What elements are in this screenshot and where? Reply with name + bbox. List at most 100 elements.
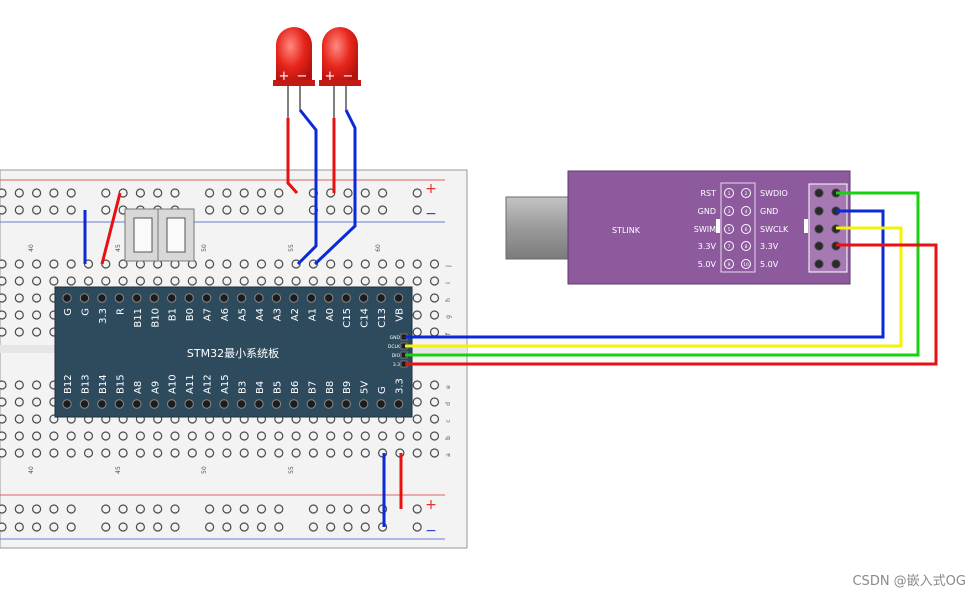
breadboard-hole: [378, 188, 388, 198]
row-letter: j: [445, 265, 452, 268]
breadboard-hole: [66, 205, 76, 215]
board-pin: [393, 399, 404, 409]
stlink-pin-number: 3: [728, 209, 731, 215]
breadboard-hole: [49, 448, 59, 458]
board-pin: [167, 399, 177, 409]
board-pin-label: G: [80, 308, 91, 316]
swd-pin-label: DCLK: [388, 344, 401, 350]
swd-pin-label: GND: [390, 335, 401, 341]
board-pin-label: B12: [63, 374, 74, 394]
breadboard-hole: [83, 448, 94, 458]
breadboard-hole: [326, 276, 336, 286]
breadboard-hole: [153, 522, 163, 532]
row-letter: i: [445, 282, 452, 284]
stlink-left-label: RST: [700, 189, 716, 198]
breadboard-hole: [412, 188, 422, 198]
led-minus-sign: −: [297, 69, 308, 84]
breadboard-hole: [343, 259, 353, 269]
board-pin: [97, 399, 107, 409]
board-pin: [149, 399, 159, 409]
board-pin: [132, 399, 142, 409]
breadboard-hole: [31, 327, 42, 337]
board-pin: [149, 293, 159, 303]
board-pin-label: B13: [80, 374, 91, 394]
breadboard-hole: [83, 431, 94, 441]
breadboard-hole: [170, 188, 180, 198]
board-pin-label: A10: [168, 374, 179, 394]
board-pin-label: A2: [290, 308, 301, 321]
swd-pin-label: DIO: [392, 353, 401, 359]
header-pin: [814, 188, 824, 198]
board-pin-label: G: [63, 308, 74, 316]
breadboard-hole: [66, 448, 76, 458]
rail-minus-sign: −: [425, 206, 437, 222]
board-pin-label: A12: [203, 374, 214, 394]
push-button: [124, 208, 162, 262]
breadboard-hole: [0, 522, 7, 532]
board-pin: [254, 399, 264, 409]
breadboard-hole: [360, 276, 370, 286]
breadboard-hole: [153, 448, 163, 458]
board-pin-label: A6: [220, 308, 231, 321]
board-pin: [341, 399, 351, 409]
breadboard-hole: [0, 293, 7, 303]
column-number: 55: [288, 466, 295, 474]
breadboard-hole: [239, 504, 249, 514]
breadboard-hole: [360, 522, 370, 532]
breadboard-hole: [429, 259, 440, 269]
breadboard-hole: [14, 276, 24, 286]
breadboard-hole: [395, 276, 405, 286]
stlink-pin: [724, 259, 734, 269]
breadboard-hole: [0, 380, 7, 390]
row-letter: f: [445, 332, 452, 335]
breadboard-hole: [378, 431, 388, 441]
breadboard-hole: [0, 259, 7, 269]
push-button: [157, 208, 195, 262]
board-pin-label: B1: [168, 308, 179, 321]
breadboard-hole: [101, 448, 111, 458]
board-pin-label: B6: [290, 381, 301, 394]
breadboard-hole: [118, 259, 128, 269]
board-pin: [271, 399, 282, 409]
breadboard-hole: [308, 448, 318, 458]
stlink-pin-number: 6: [745, 227, 748, 233]
breadboard-hole: [326, 448, 336, 458]
board-pin-label: B10: [150, 308, 161, 328]
board-pin-label: B11: [133, 308, 144, 328]
breadboard-hole: [118, 276, 128, 286]
breadboard-hole: [378, 259, 388, 269]
column-number: 40: [28, 466, 35, 474]
breadboard-hole: [135, 448, 145, 458]
board-pin: [393, 293, 404, 303]
breadboard-hole: [412, 293, 422, 303]
breadboard-hole: [222, 448, 232, 458]
breadboard-hole: [395, 259, 405, 269]
breadboard-hole: [0, 327, 7, 337]
breadboard-hole: [222, 205, 232, 215]
stlink-pin: [724, 241, 734, 251]
breadboard-hole: [170, 522, 180, 532]
breadboard-hole: [308, 431, 318, 441]
board-pin-label: A5: [238, 308, 249, 321]
stm32-board: [54, 286, 413, 418]
breadboard-hole: [31, 259, 42, 269]
stlink-pin: [724, 188, 734, 198]
breadboard-hole: [101, 522, 111, 532]
breadboard-hole: [170, 276, 180, 286]
breadboard-hole: [360, 259, 370, 269]
led-plus-sign: +: [279, 69, 290, 84]
board-pin: [358, 293, 369, 303]
rail-minus-sign: −: [425, 523, 437, 539]
breadboard-hole: [239, 188, 249, 198]
breadboard-hole: [14, 431, 24, 441]
breadboard-hole: [429, 397, 440, 407]
breadboard-hole: [0, 504, 7, 514]
breadboard-hole: [0, 188, 7, 198]
breadboard-hole: [343, 504, 353, 514]
breadboard-hole: [0, 397, 7, 407]
board-pin: [271, 293, 282, 303]
breadboard-hole: [429, 448, 440, 458]
stlink-left-label: GND: [698, 207, 716, 216]
breadboard-hole: [153, 504, 163, 514]
breadboard-hole: [14, 327, 24, 337]
